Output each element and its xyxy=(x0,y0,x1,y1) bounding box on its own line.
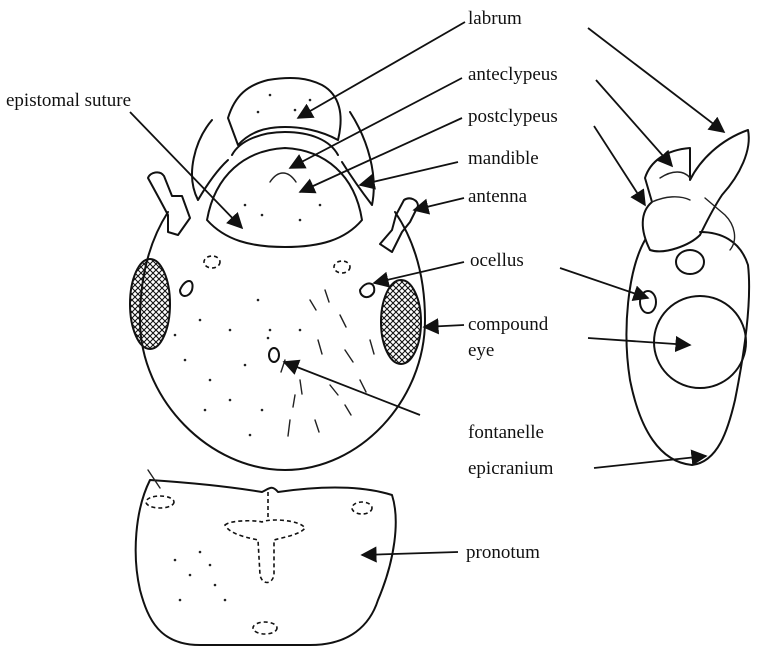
lateral-antennal-socket xyxy=(676,250,704,274)
label-labrum: labrum xyxy=(468,8,522,29)
label-antenna: antenna xyxy=(468,186,528,207)
label-postclypeus: postclypeus xyxy=(468,106,558,127)
label-pronotum: pronotum xyxy=(466,542,540,563)
fontanelle-pore xyxy=(269,348,279,362)
leader-lines xyxy=(130,22,724,555)
labels: labrum epistomal suture anteclypeus post… xyxy=(6,8,558,563)
label-epistomal-suture: epistomal suture xyxy=(6,90,131,111)
label-mandible: mandible xyxy=(468,148,539,169)
ocellus-right xyxy=(360,283,374,297)
labrum-shape xyxy=(228,78,341,145)
postclypeus-shape xyxy=(207,148,362,247)
pronotum-view xyxy=(136,470,396,645)
compound-eye-right xyxy=(381,280,421,364)
compound-eye-left xyxy=(130,259,170,349)
mandible-left xyxy=(192,120,228,200)
antenna-left xyxy=(148,172,190,235)
lateral-compound-eye xyxy=(654,296,746,388)
lateral-head-capsule xyxy=(626,232,749,465)
label-eye: eye xyxy=(468,340,494,361)
label-epicranium: epicranium xyxy=(468,458,554,479)
label-fontanelle: fontanelle xyxy=(468,422,544,443)
label-ocellus: ocellus xyxy=(470,250,524,271)
dorsal-head-view xyxy=(130,78,425,470)
pronotum-shape xyxy=(136,480,396,645)
lateral-ocellus xyxy=(640,291,656,313)
label-anteclypeus: anteclypeus xyxy=(468,64,558,85)
ocellus-left xyxy=(180,281,193,296)
label-compound: compound xyxy=(468,314,549,335)
lateral-mouthparts xyxy=(643,130,749,251)
